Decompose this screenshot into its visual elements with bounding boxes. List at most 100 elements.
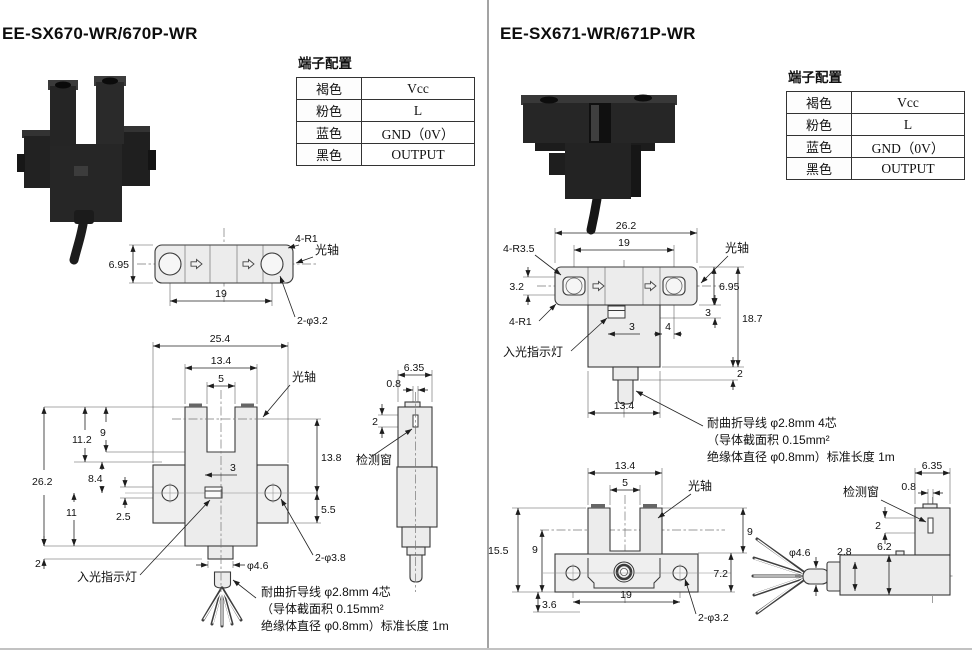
dim-label: 2 xyxy=(35,558,41,570)
dim-label: 26.2 xyxy=(616,220,637,232)
cable-note: 耐曲折导线 φ2.8mm 4芯 （导体截面积 0.15mm² 绝缘体直径 φ0.… xyxy=(635,390,895,464)
dim-label: 3.2 xyxy=(509,281,524,293)
beam-direction-arrow xyxy=(644,280,657,292)
dim-label: 13.8 xyxy=(321,452,342,464)
model-title-left: EE-SX670-WR/670P-WR xyxy=(2,24,198,43)
dim-label: 2 xyxy=(875,520,881,532)
dim-label: 9 xyxy=(532,544,538,556)
optical-axis-label: 光轴 xyxy=(292,369,316,384)
dim-label: 3 xyxy=(629,321,635,333)
detection-window-label: 检测窗 xyxy=(356,452,392,467)
dim-label: 2 xyxy=(372,416,378,428)
note-line: （导体截面积 0.15mm² xyxy=(261,602,384,616)
dim-label: 3 xyxy=(230,462,236,474)
terminal-function: Vcc xyxy=(361,77,475,100)
hole-dia-label: 2-φ3.2 xyxy=(698,612,729,624)
cable-end xyxy=(409,554,423,583)
cable-dia-label: φ4.6 xyxy=(789,547,811,559)
note-line: 耐曲折导线 φ2.8mm 4芯 xyxy=(261,584,391,599)
indicator-led xyxy=(204,486,223,499)
terminal-function: L xyxy=(361,99,475,122)
note-line: 绝缘体直径 φ0.8mm）标准长度 1m xyxy=(261,618,449,633)
cable-end xyxy=(802,568,830,585)
drawing-front-side-left: 25.4 13.4 5 光轴 26.2 11.2 9 8.4 11 2.5 xyxy=(32,333,449,633)
dim-label: 5 xyxy=(218,373,224,385)
terminal-table-title: 端子配置 xyxy=(298,56,352,71)
drawing-front-side-right: 13.4 5 光轴 15.5 9 9 7.2 3.6 19 2-φ3.2 xyxy=(488,460,955,624)
detection-window xyxy=(927,517,934,534)
page-bottom-rule xyxy=(0,648,972,650)
side-view: 6.35 0.8 检测窗 2 6.2 2.8 xyxy=(795,460,955,603)
cable-boss xyxy=(207,545,234,560)
left-wing xyxy=(24,136,52,188)
dim-label: 13.4 xyxy=(211,355,232,367)
wire-color: 粉色 xyxy=(296,99,362,122)
hole-dia-label: 2-φ3.8 xyxy=(315,552,346,564)
product-photo-left xyxy=(17,76,156,265)
sensor-body xyxy=(565,143,631,199)
optical-axis-label: 光轴 xyxy=(315,242,339,257)
dim-label: 2 xyxy=(737,368,743,380)
cable-dia-label: φ4.6 xyxy=(247,560,269,572)
cable-end xyxy=(617,379,634,405)
dim-label: 3.6 xyxy=(542,599,557,611)
terminal-function: Vcc xyxy=(851,91,965,114)
dim-label: 26.2 xyxy=(32,476,53,488)
cable-boss xyxy=(612,366,639,381)
detection-window-label: 检测窗 xyxy=(843,484,879,499)
terminal-table-title: 端子配置 xyxy=(788,70,842,85)
dim-label: 19 xyxy=(620,589,632,601)
product-photo-right xyxy=(521,94,677,235)
dim-label: 19 xyxy=(215,288,227,300)
cable xyxy=(586,194,602,235)
wire-color: 黑色 xyxy=(296,143,362,166)
dim-label: 6.2 xyxy=(877,541,892,553)
mounting-hole xyxy=(662,276,686,296)
wire-color: 粉色 xyxy=(786,113,852,136)
radius-label: 4-R1 xyxy=(295,233,318,245)
radius-label: 4-R3.5 xyxy=(503,243,535,255)
wire-color: 褐色 xyxy=(786,91,852,114)
dim-label: 3 xyxy=(705,307,711,319)
note-line: （导体截面积 0.15mm² xyxy=(707,433,830,447)
dim-label: 6.95 xyxy=(109,259,130,271)
model-title-right: EE-SX671-WR/671P-WR xyxy=(500,24,696,43)
left-dims: 26.2 11.2 9 8.4 11 2.5 2 xyxy=(32,406,131,570)
radius-label: 4-R1 xyxy=(509,316,532,328)
dim-label: 8.4 xyxy=(88,473,103,485)
dim-label: 13.4 xyxy=(615,460,636,472)
dim-label: 2.5 xyxy=(116,511,131,523)
dim-label: 6.35 xyxy=(404,362,425,374)
cable-end xyxy=(213,571,232,589)
right-dims: 13.8 5.5 2-φ3.8 xyxy=(280,418,346,564)
optical-axis-label: 光轴 xyxy=(725,240,749,255)
mounting-hole xyxy=(260,252,284,276)
indicator-label: 入光指示灯 xyxy=(503,344,563,359)
beam-direction-arrow xyxy=(242,258,255,270)
dim-label: 25.4 xyxy=(210,333,231,345)
dim-label: 9 xyxy=(100,427,106,439)
optical-axis-label: 光轴 xyxy=(688,478,712,493)
cable-note: 耐曲折导线 φ2.8mm 4芯 （导体截面积 0.15mm² 绝缘体直径 φ0.… xyxy=(232,579,449,633)
beam-direction-arrow xyxy=(190,258,203,270)
drawing-top-view-right: 26.2 19 4-R3.5 3.2 光轴 6.95 3 18.7 4-R1 入… xyxy=(503,220,895,464)
lens-barrel xyxy=(613,561,635,583)
wire-color: 蓝色 xyxy=(296,121,362,144)
wire-fan xyxy=(201,586,243,628)
dim-label: 9 xyxy=(747,526,753,538)
cable-boot xyxy=(826,561,842,592)
dim-label: 13.4 xyxy=(614,400,635,412)
mounting-hole xyxy=(562,276,586,296)
left-prong xyxy=(50,86,76,146)
terminal-function: GND（0V） xyxy=(361,121,475,144)
